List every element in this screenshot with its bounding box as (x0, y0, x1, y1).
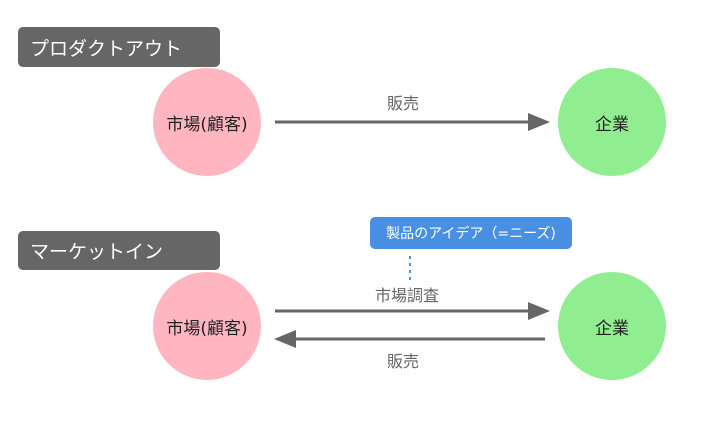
market-in-company-node: 企業 (558, 272, 666, 380)
needs-callout: 製品のアイデア（=ニーズ) (370, 217, 572, 249)
market-research-label: 市場調査 (374, 286, 439, 305)
product-out-company-label: 企業 (595, 114, 629, 135)
product-out-sales-arrow (275, 113, 550, 131)
product-out-market-label: 市場(顧客) (166, 114, 248, 135)
market-in-market-label: 市場(顧客) (166, 318, 248, 339)
product-out-title: プロダクトアウト (18, 27, 220, 67)
product-out-market-node: 市場(顧客) (153, 68, 261, 176)
market-in-market-node: 市場(顧客) (153, 272, 261, 380)
product-out-arrow-label: 販売 (386, 94, 419, 113)
product-out-company-node: 企業 (558, 68, 666, 176)
market-in-sales-label: 販売 (386, 352, 419, 371)
market-in-company-label: 企業 (595, 318, 629, 339)
market-research-arrow (275, 302, 550, 320)
market-in-title: マーケットイン (18, 231, 220, 270)
market-in-sales-arrow (274, 330, 545, 348)
